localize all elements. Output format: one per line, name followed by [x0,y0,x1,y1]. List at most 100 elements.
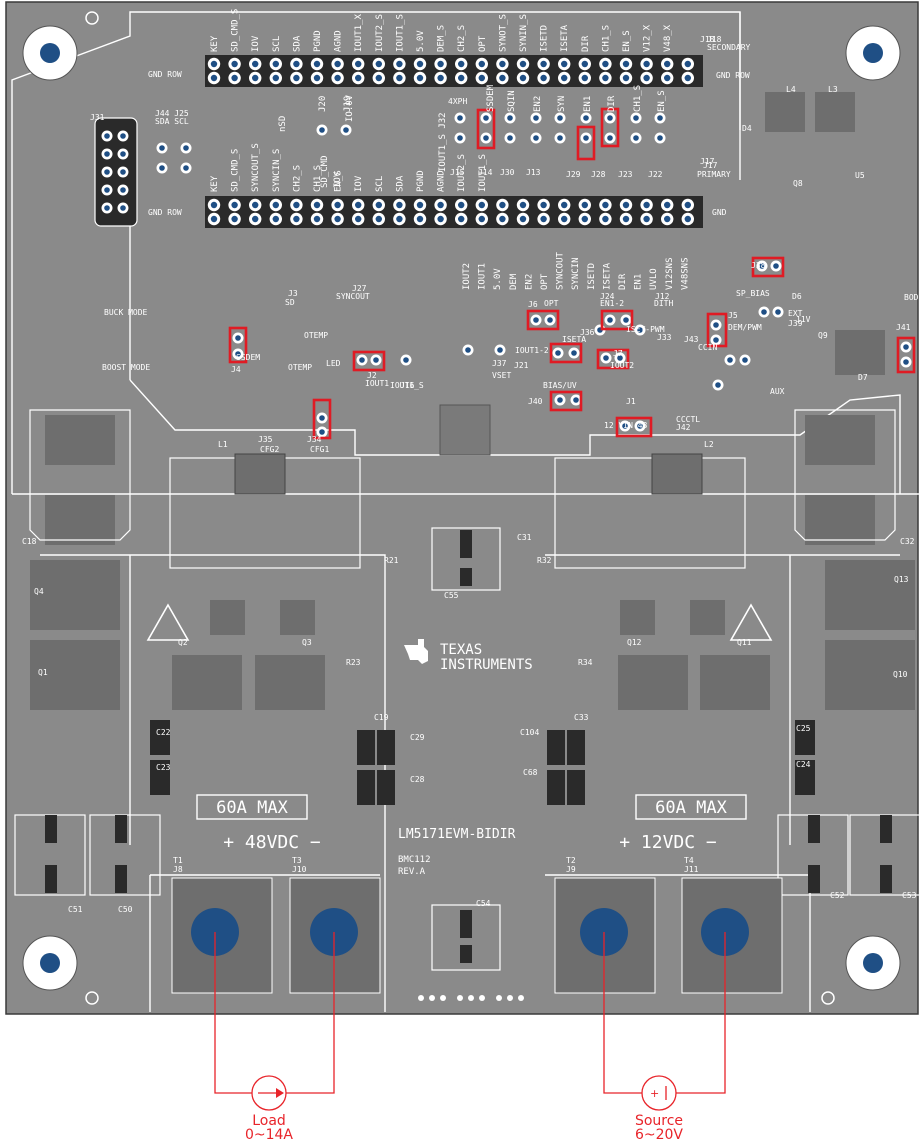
jumper-pin-hole [507,115,513,121]
header-pin-hole [540,74,547,82]
jumper-mid-label: J12 [655,292,670,301]
source-symbol: + [641,1075,677,1111]
header-pin-hole [375,201,382,209]
header-pin-hole [210,60,218,68]
highlight-box [896,336,916,374]
jumper-top-label: EN_S [657,90,667,112]
j17-top-pin-label: SYNCOUT_S [251,143,261,192]
highlight-box [228,326,248,364]
j17-bottom-pin-label: SYNCOUT [556,251,566,290]
jumper-pin-hole [727,357,733,363]
j31-pin-hole [104,151,110,157]
header-pin-hole [416,201,424,209]
highlight-box [526,309,560,331]
jumper-pin-hole [633,115,639,121]
jumper-mid-label: J42 [676,423,691,432]
primary-title: PRIMARY [697,170,731,179]
jumper-pin-hole [773,263,779,269]
header-pin-hole [231,60,238,68]
j31-pin-hole [120,151,126,157]
jumper-mid-label: VSET [492,371,511,380]
jumper-ref-label: J15 [450,168,465,177]
jumper-mid-label: J7 [613,349,623,358]
jumper-pin-hole [533,115,539,121]
header-pin-hole [684,215,691,223]
j17-top-pin-label: SD_CMD_S [231,149,241,192]
header-pin-hole [519,60,527,68]
header-pin-hole [416,60,424,68]
connector-j31 [94,117,138,227]
j17-bottom-pin-label: DEM [509,273,519,290]
header-pin-hole [355,74,362,82]
j17-top-pin-label: EN_S [334,170,344,192]
component-label: L3 [828,85,838,94]
jumper-pin-hole [373,357,379,363]
right-max-rating: 60A MAX [655,798,727,818]
header-pin-hole [210,74,218,82]
jumper-mid-label: J2 [367,371,377,380]
jumper-mid-label: LED [326,359,341,368]
jumper-mid-label: 11V [796,315,811,324]
jumper-pin-hole [343,127,349,133]
jumper-mid-label: EXT [788,309,803,318]
j31-pin-hole [104,133,110,139]
j17-bottom-pin-label: EN1 [634,274,644,290]
component-label: C50 [118,905,133,914]
jumper-mid-label: OTEMP [288,363,312,372]
header-pin-hole [396,74,403,82]
component-label: Q1 [38,668,48,677]
header-pin-hole [499,215,506,223]
header-pin-hole [293,74,300,82]
header-pin-hole [458,74,465,82]
jumper-top-label: EN2 [533,96,543,112]
jumper-mid-label: J41 [896,323,911,332]
header-pin-hole [499,60,506,68]
jumper-pin-hole [183,165,189,171]
external-wiring [214,932,726,1094]
jumper-top-label: SSDEM [486,84,496,112]
header-pin-hole [478,60,485,68]
jumper-mid-label: J35 [258,435,273,444]
component-label: C25 [796,724,811,733]
header-pin-hole [396,215,403,223]
jumper-mid-label: J43 [684,335,699,344]
component-label: T4 [684,856,694,865]
j18-pin-label: IOV [251,35,261,52]
component-label: Q12 [627,638,642,647]
header-pin-hole [478,201,485,209]
jumper-pin-hole [497,347,503,353]
jumper-pin-hole [547,317,553,323]
j17-bottom-pin-label: DIR [618,273,628,290]
header-pin-hole [602,201,609,209]
jumper-pin-hole [657,135,663,141]
header-pin-hole [643,74,650,82]
jumper-mid-label: J40 [528,397,543,406]
jumper-pin-hole [583,135,589,141]
header-pin-hole [581,60,588,68]
header-pin-hole [519,74,527,82]
header-pin-hole [622,201,630,209]
header-pin-hole [602,215,609,223]
component-label: C18 [22,537,37,546]
j18-pin-label: AGND [334,30,344,52]
j17-bottom-pin-label: SYNCIN [571,257,581,290]
header-pin-hole [334,201,341,209]
header-pin-hole [664,201,671,209]
jumper-top-label: EN1 [583,96,593,112]
header-pin-hole [602,60,609,68]
header-pin-hole [313,201,321,209]
jumper-pin-hole [159,165,165,171]
header-pin-hole [540,215,547,223]
jumper-pin-hole [761,309,767,315]
component-label: J10 [292,865,307,874]
jumper-mid-label: ISETA [562,335,586,344]
board-name: LM5171EVM-BIDIR [398,827,516,842]
header-pin-hole [334,74,341,82]
jumper-mid-label: CCIN [698,343,717,352]
jumper-pin-hole [557,115,563,121]
board-rev: REV.A [398,867,426,877]
j18-pin-label: IOUT2_S [375,14,385,52]
j18-pin-label: EN_S [622,30,632,52]
j18-pin-label: DIR [581,35,591,52]
